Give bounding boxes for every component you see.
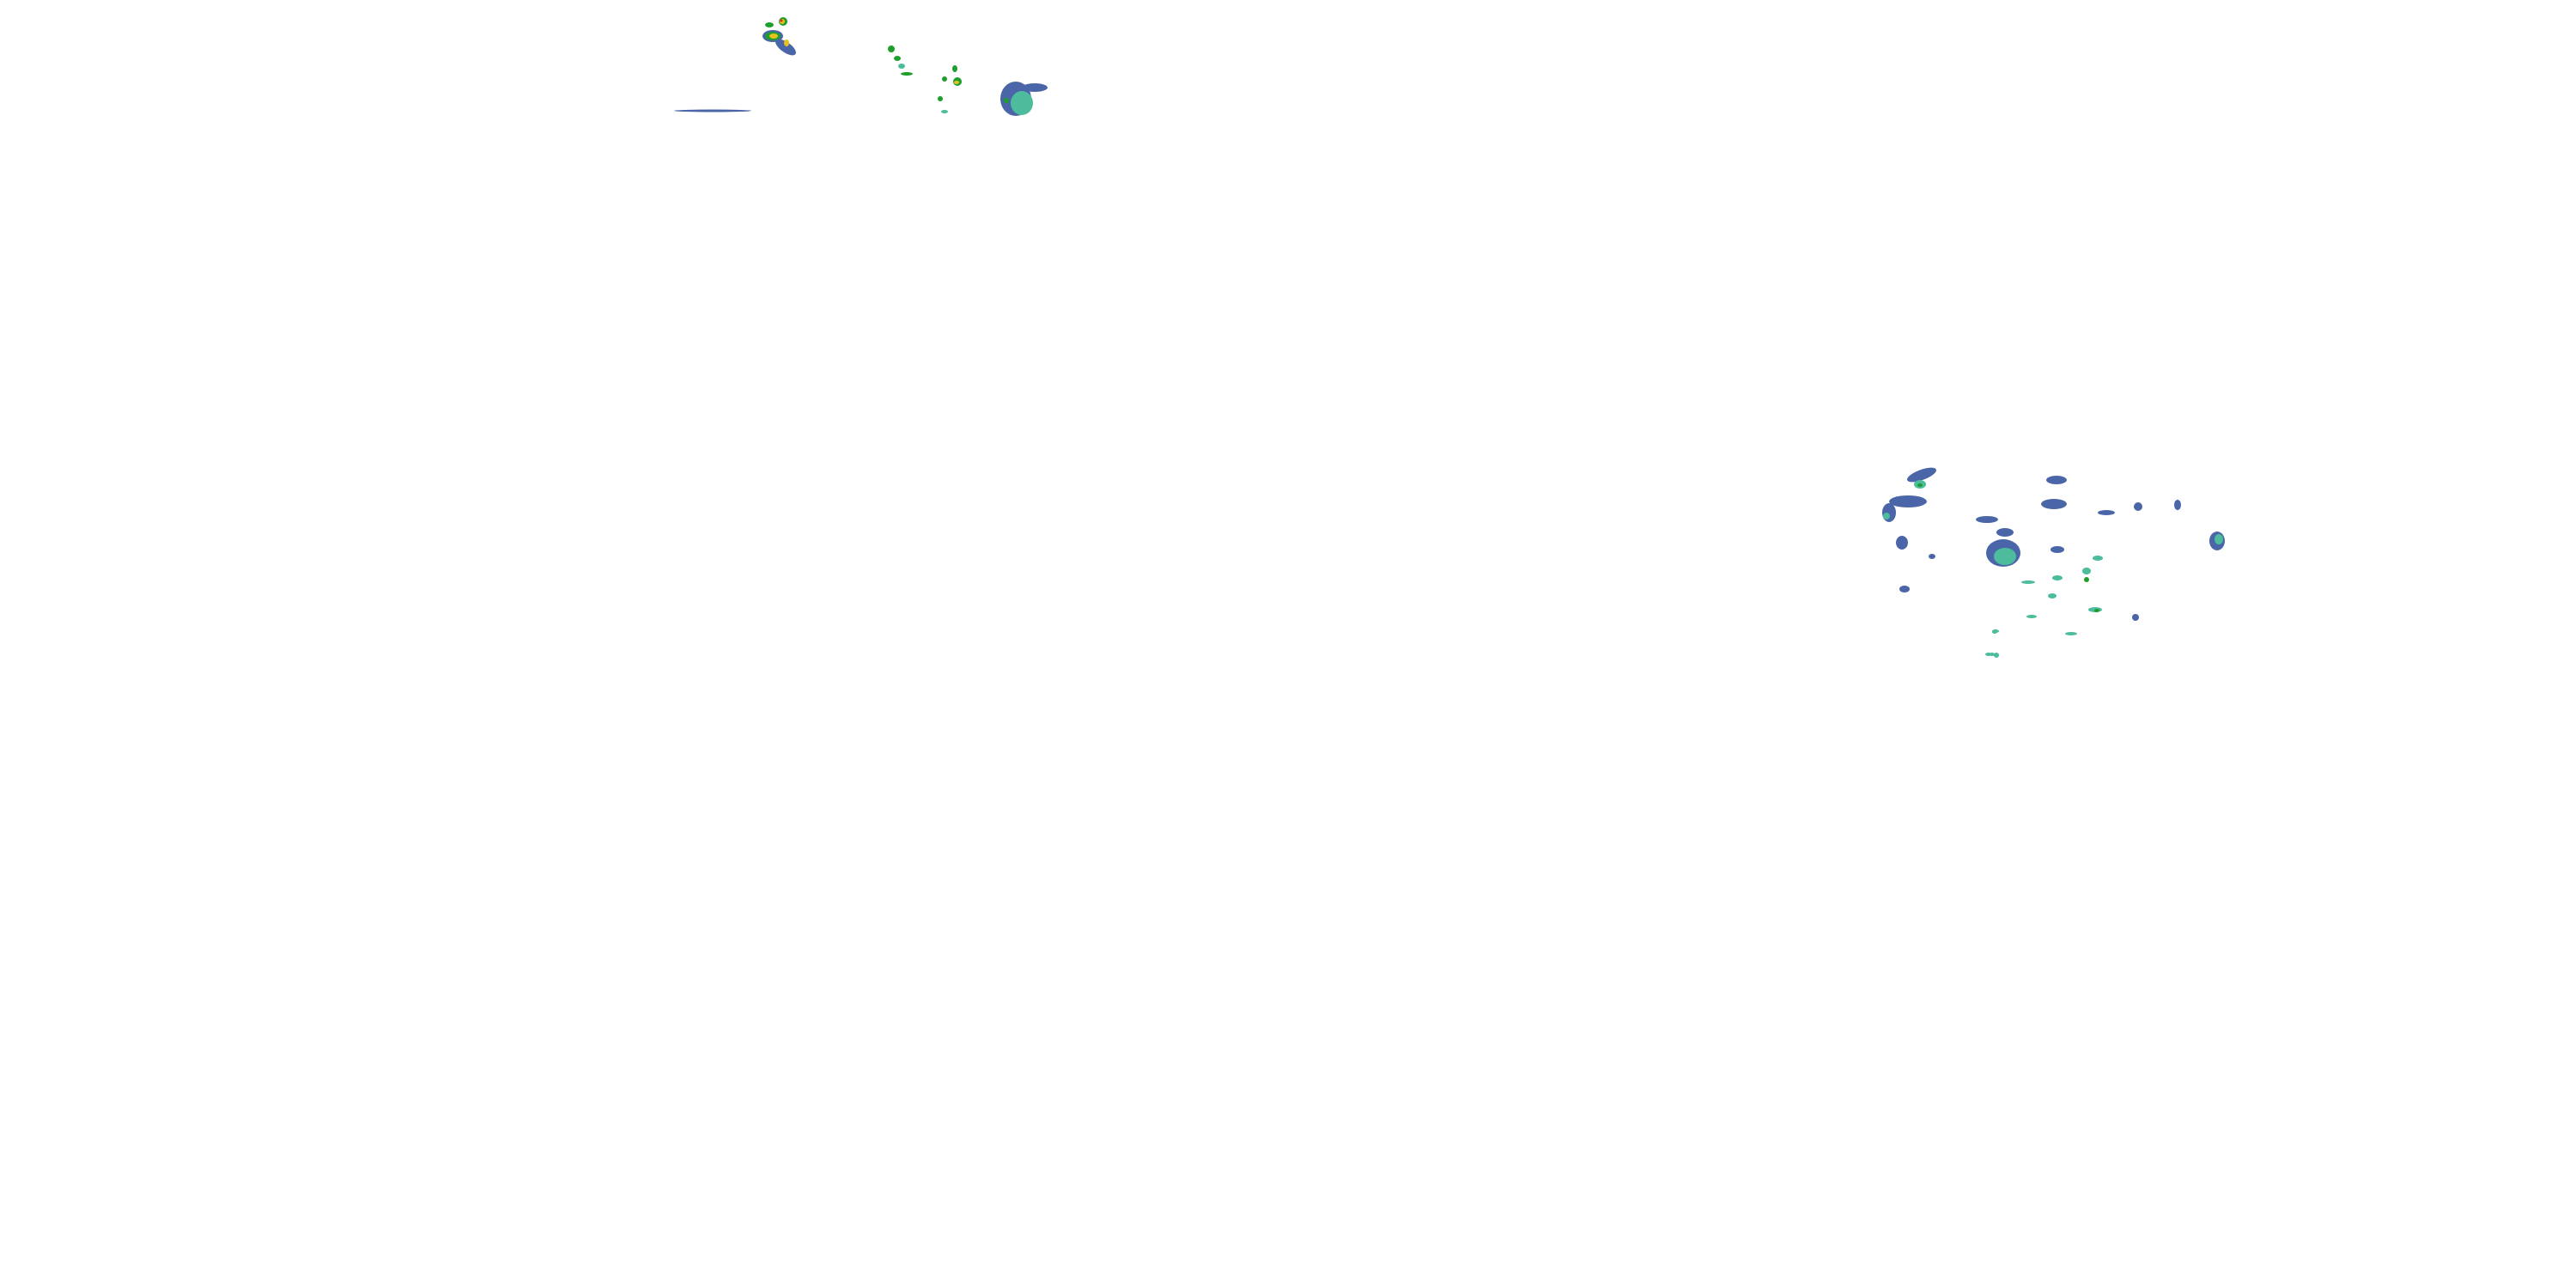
precipitation-cluster-north — [674, 17, 1048, 116]
precip-cell — [1994, 653, 1999, 658]
precip-line — [674, 109, 751, 112]
precip-cell — [775, 39, 796, 56]
precip-cell — [901, 72, 913, 76]
precipitation-cluster-east — [1882, 467, 2225, 658]
precip-cell — [2084, 577, 2089, 582]
precip-area — [2046, 476, 2067, 484]
precip-cell — [952, 65, 957, 72]
precip-cell — [1990, 653, 1995, 656]
precip-area — [1896, 536, 1908, 550]
precip-area — [2041, 499, 2067, 509]
precip-area — [1906, 467, 1937, 483]
precip-cell — [769, 33, 778, 39]
precip-cell — [2082, 568, 2091, 574]
precip-area — [1929, 554, 1935, 559]
precip-cell — [938, 96, 943, 101]
precip-cell — [2052, 575, 2063, 580]
precip-cell — [898, 64, 905, 69]
precip-area — [2132, 614, 2139, 621]
precip-cell — [2026, 615, 2037, 618]
precip-area — [1899, 586, 1910, 592]
precip-area — [2098, 510, 2115, 515]
precip-cell — [765, 22, 774, 27]
precip-cell — [941, 110, 948, 113]
precip-cell — [1917, 483, 1923, 487]
precip-area — [1976, 516, 1998, 523]
precip-cell — [942, 76, 947, 82]
precip-area — [2174, 500, 2181, 510]
precip-area — [1996, 528, 2014, 537]
precip-cell — [2048, 593, 2057, 598]
precip-cell — [780, 19, 783, 22]
precip-cell — [1004, 98, 1009, 103]
precip-cell — [784, 39, 789, 46]
precip-area — [1889, 495, 1927, 507]
precip-cell — [954, 81, 959, 84]
precip-cell — [2021, 580, 2035, 584]
precip-cell — [2065, 632, 2077, 635]
precip-area — [1022, 83, 1048, 92]
precip-cell — [2093, 556, 2103, 561]
precip-area — [1011, 91, 1033, 115]
precip-cell — [894, 56, 901, 61]
precip-cell — [888, 46, 895, 52]
precip-area — [2050, 546, 2064, 553]
precip-area — [2134, 502, 2142, 511]
precip-cell — [2215, 534, 2223, 544]
precip-area — [1882, 503, 1896, 522]
precip-area — [1994, 548, 2016, 565]
precip-cell — [1992, 629, 1999, 633]
precip-cell — [1883, 513, 1890, 519]
precip-cell — [2094, 609, 2099, 612]
